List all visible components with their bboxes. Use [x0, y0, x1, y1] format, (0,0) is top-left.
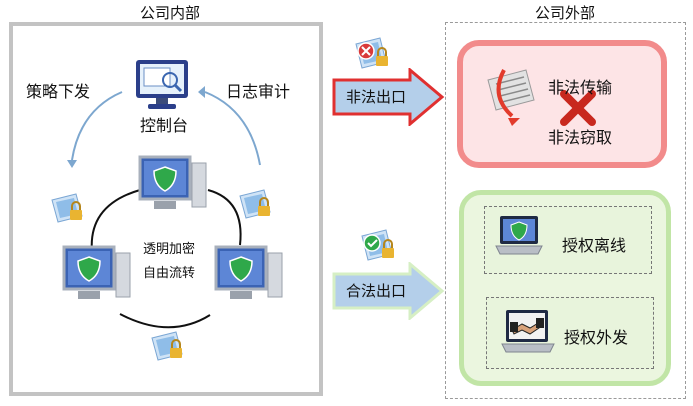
- laptop-shield-icon: [494, 214, 544, 262]
- computer-shield-icon: [138, 155, 208, 217]
- blocked-document-icon: [352, 36, 392, 76]
- authorized-offline-label: 授权离线: [562, 236, 627, 255]
- illegal-exit-label: 非法出口: [346, 88, 407, 106]
- transparent-encryption-label: 透明加密: [143, 242, 196, 257]
- outside-title: 公司外部: [534, 4, 595, 22]
- locked-document-icon: [238, 188, 274, 226]
- policy-label: 策略下发: [26, 82, 91, 101]
- free-flow-label: 自由流转: [143, 266, 196, 281]
- outside-frame: [445, 22, 686, 399]
- locked-document-icon: [50, 192, 86, 230]
- inside-title: 公司内部: [139, 4, 200, 22]
- legal-exit-label: 合法出口: [346, 282, 407, 300]
- legal-exit-arrow: [332, 262, 445, 320]
- console-label: 控制台: [140, 116, 189, 135]
- illegal-exit-arrow: [332, 68, 445, 126]
- laptop-handshake-icon: [500, 308, 556, 360]
- illegal-box: [457, 40, 667, 168]
- locked-document-icon: [150, 330, 186, 368]
- illegal-transfer-label: 非法传输: [548, 78, 613, 97]
- cross-icon: [558, 88, 598, 132]
- approved-document-icon: [358, 228, 398, 268]
- audit-label: 日志审计: [226, 82, 291, 101]
- illegal-theft-label: 非法窃取: [548, 128, 613, 147]
- console-monitor-icon[interactable]: [132, 58, 192, 116]
- authorized-send-label: 授权外发: [564, 328, 629, 347]
- document-stack-icon: [482, 66, 538, 130]
- computer-shield-icon: [62, 245, 132, 307]
- computer-shield-icon: [214, 245, 284, 307]
